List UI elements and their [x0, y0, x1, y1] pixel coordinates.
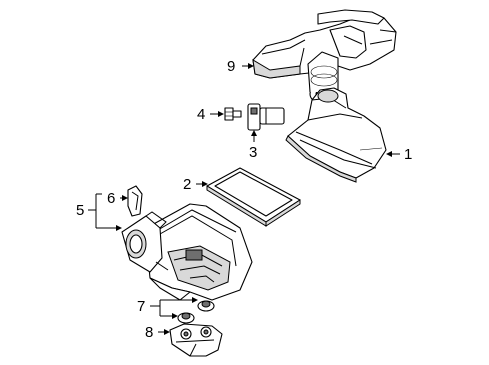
callout-8: 8	[145, 324, 154, 341]
part-5-lower-housing	[121, 203, 253, 301]
part-2-filter-element	[206, 167, 301, 227]
callout-5: 5	[76, 202, 85, 219]
leader-lines	[88, 63, 400, 335]
callout-3: 3	[249, 144, 258, 161]
callout-4: 4	[197, 106, 206, 123]
callout-9: 9	[227, 58, 236, 75]
part-6-clip	[127, 185, 143, 217]
part-3-sensor	[247, 103, 285, 131]
callout-7: 7	[137, 298, 146, 315]
part-4-bolt	[224, 107, 242, 121]
callout-2: 2	[183, 176, 192, 193]
part-1-air-cleaner-cover	[285, 87, 387, 183]
callout-6: 6	[107, 190, 116, 207]
part-7-grommets	[177, 300, 215, 324]
callout-1: 1	[404, 146, 413, 163]
part-8-bracket	[169, 323, 223, 357]
